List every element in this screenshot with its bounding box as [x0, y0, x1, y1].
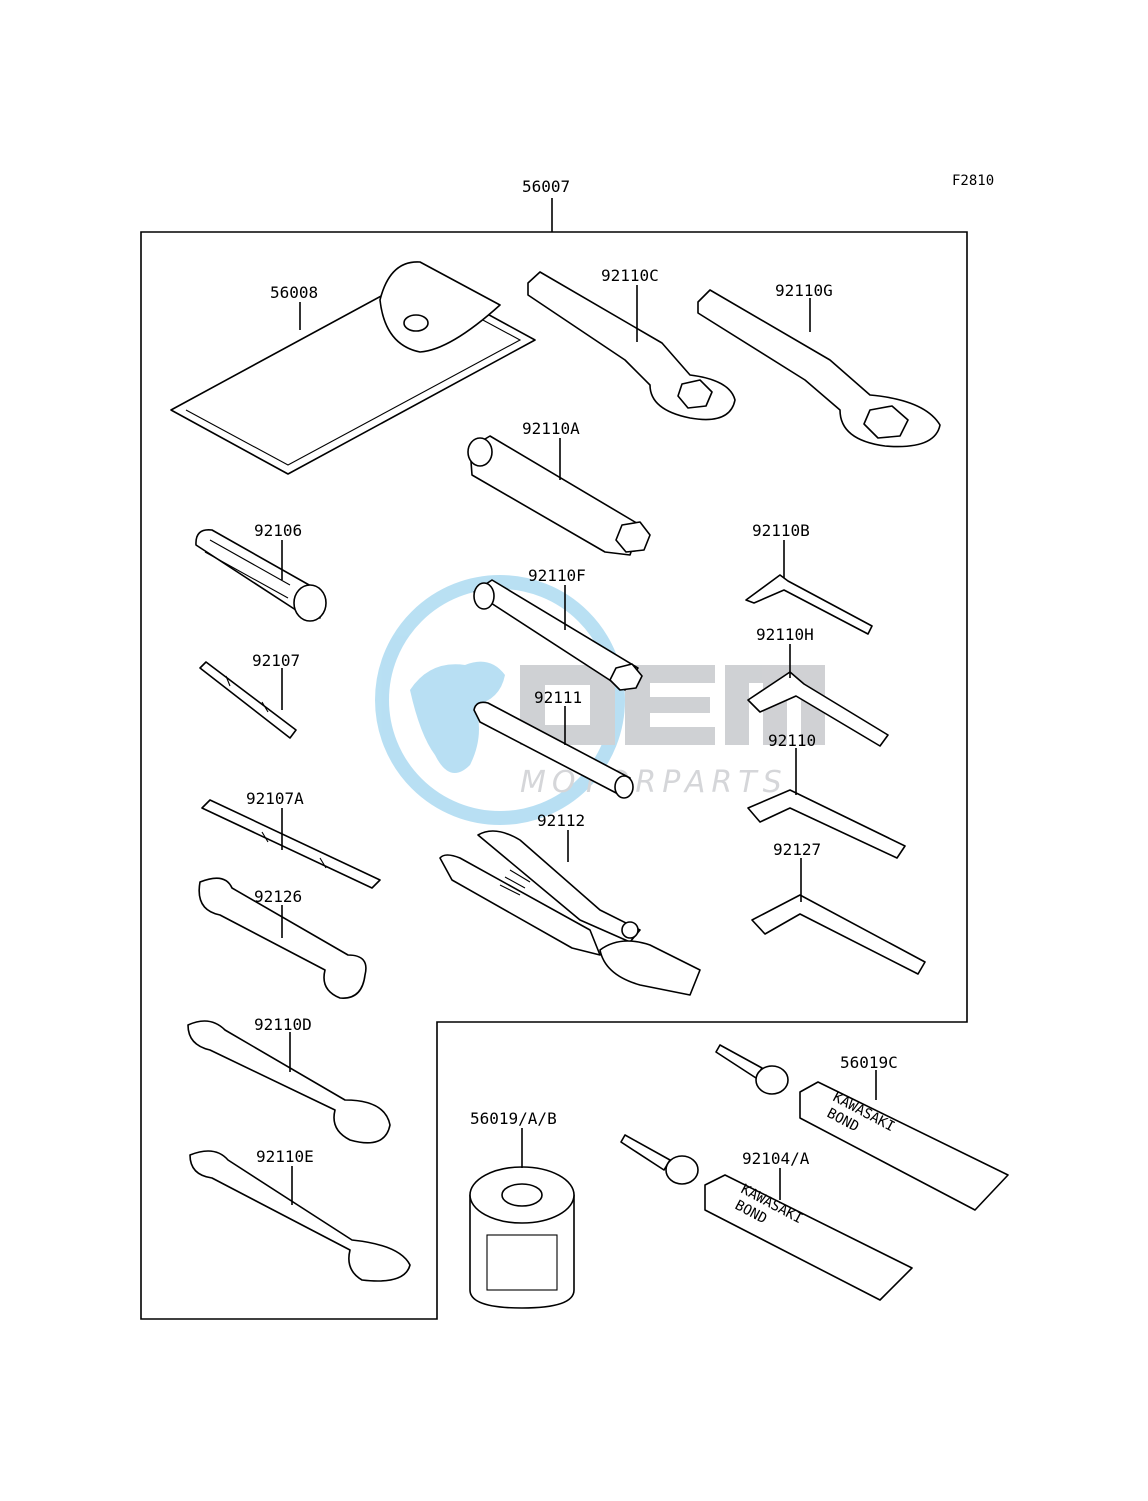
part-92110F: 92110F — [473, 566, 643, 691]
pliers-handle-lower — [439, 854, 601, 956]
part-92112-label: 92112 — [537, 811, 585, 830]
hex-opening — [677, 379, 713, 409]
part-92126-label: 92126 — [254, 887, 302, 906]
watermark-brand: MOTORPARTS — [520, 765, 788, 800]
box-wrench-socket — [467, 437, 493, 467]
tube-cap — [665, 1155, 699, 1185]
hex-key-body — [747, 789, 906, 859]
part-56019AB: 56019/A/B — [469, 1109, 575, 1309]
pliers-jaw — [599, 940, 701, 996]
part-92110B-label: 92110B — [752, 521, 810, 540]
bit-detail — [261, 831, 327, 869]
pliers-grip — [499, 869, 531, 896]
part-92111: 92111 — [473, 688, 634, 799]
bit-body — [201, 799, 381, 889]
part-56008-label: 56008 — [270, 283, 318, 302]
handle-cap — [293, 584, 327, 622]
part-92110H: 92110H — [747, 625, 889, 747]
tube-body — [704, 1174, 913, 1301]
tube-body — [799, 1081, 1009, 1211]
part-92110E-label: 92110E — [256, 1147, 314, 1166]
watermark-letter-o — [520, 665, 615, 745]
part-92107-label: 92107 — [252, 651, 300, 670]
part-92104A: KAWASAKI BOND 92104/A — [620, 1134, 913, 1301]
part-92110: 92110 — [747, 731, 906, 859]
hex-key-body — [745, 574, 873, 635]
part-92110C: 92110C — [527, 266, 736, 421]
part-92110D-label: 92110D — [254, 1015, 312, 1034]
can-body — [469, 1194, 575, 1309]
part-92110A: 92110A — [467, 419, 651, 556]
pliers-pivot — [621, 921, 639, 939]
tube-cap — [755, 1065, 789, 1095]
part-56008: 56008 — [170, 261, 536, 475]
wrench-body — [189, 1150, 411, 1282]
part-92106: 92106 — [195, 521, 327, 622]
kit-label: 56007 — [522, 177, 570, 196]
can-opening — [501, 1183, 543, 1207]
part-56019C: KAWASAKI BOND 56019C — [715, 1044, 1009, 1211]
handle-grip-lines — [204, 539, 291, 599]
box-wrench-body — [469, 435, 641, 556]
part-92110H-label: 92110H — [756, 625, 814, 644]
tube-nozzle — [620, 1134, 671, 1171]
figure-code: F2810 — [952, 173, 994, 189]
box-wrench-end — [473, 582, 495, 610]
watermark-letter-e — [625, 665, 715, 745]
part-92110D: 92110D — [187, 1015, 391, 1144]
part-92110G-label: 92110G — [775, 281, 833, 300]
part-92110A-label: 92110A — [522, 419, 580, 438]
hex-opening — [863, 405, 909, 439]
part-92110G: 92110G — [697, 281, 941, 448]
part-92107: 92107 — [199, 651, 300, 739]
part-92112: 92112 — [439, 811, 701, 996]
ring-wrench-body — [527, 271, 736, 421]
bit-detail — [225, 675, 269, 713]
hex-opening — [615, 521, 651, 553]
part-92106-label: 92106 — [254, 521, 302, 540]
hex-key-body — [747, 671, 889, 747]
tube-nozzle — [715, 1044, 763, 1079]
part-92127: 92127 — [751, 840, 926, 975]
tool-bag-snap — [403, 314, 429, 332]
part-92110-label: 92110 — [768, 731, 816, 750]
part-92127-label: 92127 — [773, 840, 821, 859]
wrench-body — [198, 877, 367, 999]
part-92111-label: 92111 — [534, 688, 582, 707]
watermark-continents — [410, 661, 505, 773]
kit-frame — [140, 231, 968, 1320]
part-92107A-label: 92107A — [246, 789, 304, 808]
hex-opening — [609, 663, 643, 691]
part-92110F-label: 92110F — [528, 566, 586, 585]
part-92104A-label: 92104/A — [742, 1149, 810, 1168]
tommy-bar-end — [614, 775, 634, 799]
part-92107A: 92107A — [201, 789, 381, 889]
part-56019AB-label: 56019/A/B — [470, 1109, 557, 1128]
part-92110C-label: 92110C — [601, 266, 659, 285]
part-92110B: 92110B — [745, 521, 873, 635]
part-92126: 92126 — [198, 877, 367, 999]
ring-wrench-body — [697, 289, 941, 448]
part-92110E: 92110E — [189, 1147, 411, 1282]
bit-body — [199, 661, 297, 739]
part-56019C-label: 56019C — [840, 1053, 898, 1072]
wrench-body — [187, 1020, 391, 1144]
can-label-panel — [486, 1234, 558, 1291]
hex-key-body — [751, 894, 926, 975]
watermark-globe — [375, 575, 625, 825]
